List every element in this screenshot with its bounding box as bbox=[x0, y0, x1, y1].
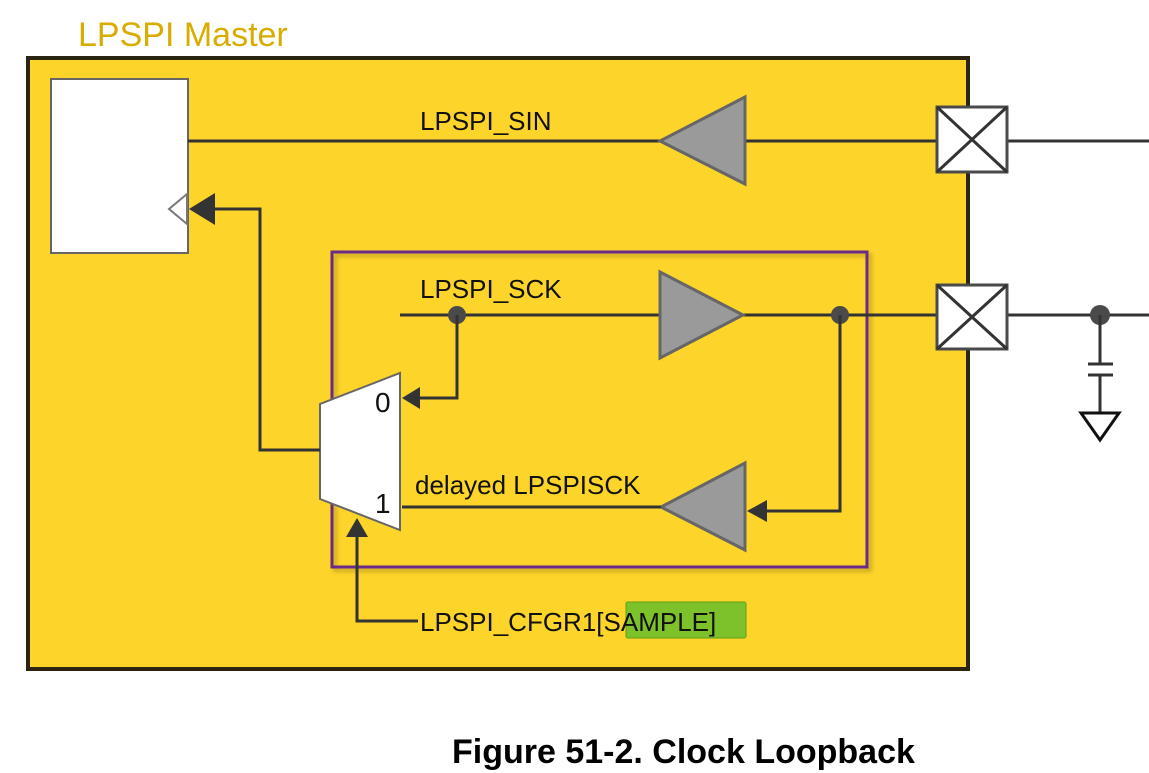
capacitor-icon bbox=[1088, 315, 1113, 413]
figure-caption: Figure 51-2. Clock Loopback bbox=[452, 733, 915, 771]
mux-output-wire bbox=[213, 207, 320, 452]
ground-icon bbox=[1078, 411, 1122, 443]
cfgr1-suffix: ] bbox=[709, 607, 716, 637]
loopback-wire bbox=[764, 315, 842, 513]
mux-input0-label: 0 bbox=[375, 387, 391, 418]
clock-input-marker-icon bbox=[167, 191, 188, 227]
sck-label: LPSPI_SCK bbox=[420, 274, 562, 304]
sin-pad-icon bbox=[935, 105, 1009, 174]
mux-select-wire bbox=[355, 536, 418, 623]
shift-register-block bbox=[50, 78, 189, 254]
mux-select-arrow-icon bbox=[346, 518, 368, 537]
sample-mux bbox=[319, 371, 401, 532]
cfgr1-label: LPSPI_CFGR1[SAMPLE] bbox=[420, 607, 716, 637]
cfgr1-prefix: LPSPI_CFGR1[ bbox=[420, 607, 604, 637]
sin-input-buffer-icon bbox=[656, 94, 747, 187]
sck-pad-icon bbox=[935, 283, 1009, 351]
register-clock-arrow-icon bbox=[189, 193, 215, 225]
sample-field-highlight bbox=[625, 601, 747, 639]
sck-output-buffer-icon bbox=[658, 269, 747, 361]
sample-field-label: SAMPLE bbox=[604, 607, 710, 637]
mux-input0-wire bbox=[418, 315, 459, 400]
delayed-sck-label: delayed LPSPISCK bbox=[415, 470, 641, 500]
mux-input1-label: 1 bbox=[375, 488, 391, 519]
sin-label: LPSPI_SIN bbox=[420, 106, 552, 136]
block-title: LPSPI Master bbox=[78, 16, 288, 54]
mux-input0-arrow-icon bbox=[402, 387, 420, 409]
loopback-arrow-icon bbox=[747, 500, 767, 522]
delay-buffer-icon bbox=[657, 460, 747, 553]
